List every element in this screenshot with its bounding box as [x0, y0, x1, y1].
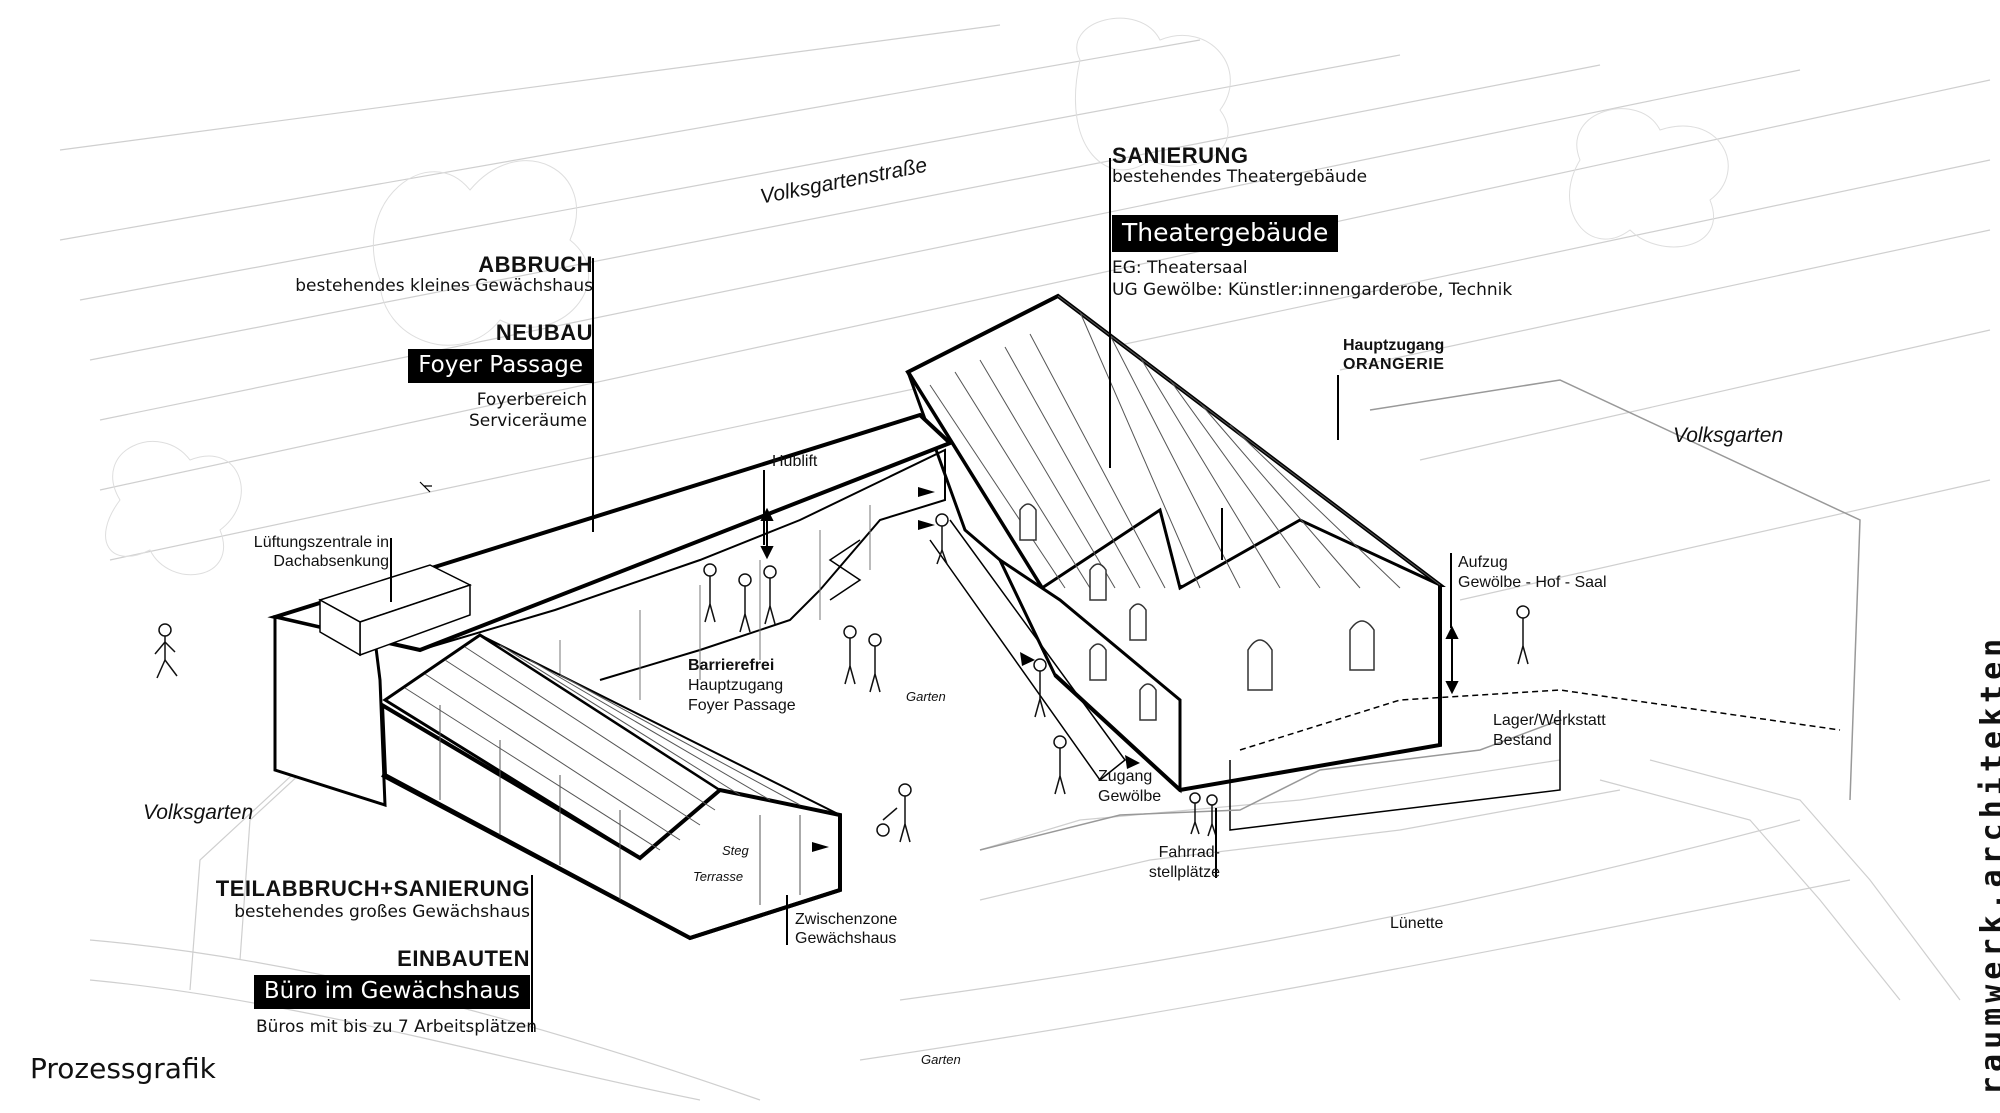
teilabbruch-heading: TEILABBRUCH+SANIERUNG [215, 876, 530, 901]
barrierefrei-label: Barrierefrei [688, 657, 775, 674]
hauptzugang-label: Hauptzugang [1343, 337, 1445, 354]
volksgarten-right-label: Volksgarten [1673, 424, 1784, 447]
volksgarten-left-label: Volksgarten [143, 801, 254, 824]
steg-label: Steg [722, 843, 749, 858]
side-windows [1019, 503, 1157, 721]
brand-wordmark: raumwerk.architekten [1975, 633, 2000, 1095]
lueftung-text-1: Lüftungszentrale in [253, 534, 389, 551]
teilabbruch-subtitle: bestehendes großes Gewächshaus [234, 902, 530, 922]
foyer-text-2: Serviceräume [468, 411, 587, 431]
abbruch-heading: ABBRUCH [478, 252, 593, 277]
terrasse-label: Terrasse [693, 869, 744, 884]
foyer-badge: Foyer Passage [408, 349, 593, 383]
theatre-building [905, 293, 1446, 794]
garten-mid-label: Garten [906, 689, 946, 704]
theater-ug-text: UG Gewölbe: Künstler:innengarderobe, Tec… [1112, 280, 1513, 300]
lager-text-1: Lager/Werkstatt [1493, 712, 1606, 729]
bird-icon [419, 481, 432, 493]
ventilation-box [318, 564, 472, 657]
greenhouse-base [381, 773, 841, 941]
process-title: Prozessgrafik [30, 1052, 216, 1085]
buero-subtitle: Büros mit bis zu 7 Arbeitsplätzen [255, 1017, 537, 1037]
sanierung-heading: SANIERUNG [1112, 143, 1249, 168]
zugang-text-2: Gewölbe [1098, 788, 1162, 805]
lager-text-2: Bestand [1493, 732, 1552, 749]
site-context-lines [59, 24, 1991, 1101]
tree-outlines [105, 17, 1729, 576]
neubau-heading: NEUBAU [495, 320, 593, 345]
buero-badge: Büro im Gewächshaus [253, 975, 530, 1009]
foyer-text-1: Foyerbereich [476, 390, 587, 410]
zugang-text-1: Zugang [1098, 768, 1153, 785]
elevator-arrow-icon [760, 507, 1459, 695]
sanierung-subtitle: bestehendes Theatergebäude [1112, 167, 1368, 187]
aufzug-text-1: Aufzug [1458, 554, 1508, 571]
gable-windows [1247, 620, 1375, 691]
hublift-label: Hublift [772, 453, 818, 470]
orangerie-label: ORANGERIE [1343, 356, 1445, 373]
person-figure-icon [154, 513, 1530, 843]
leader-lines [390, 158, 1452, 1032]
garten-bottom-label: Garten [921, 1052, 961, 1067]
abbruch-subtitle: bestehendes kleines Gewächshaus [295, 276, 593, 296]
theater-eg-text: EG: Theatersaal [1112, 258, 1248, 278]
zwischenzone-text-1: Zwischenzone [795, 911, 898, 928]
fahrrad-text-2: stellplätze [1148, 864, 1220, 881]
lueftung-text-2: Dachabsenkung [273, 553, 389, 570]
aufzug-text-2: Gewölbe - Hof - Saal [1458, 574, 1607, 591]
luenette-label: Lünette [1390, 915, 1444, 932]
zwischenzone-text-2: Gewächshaus [795, 930, 897, 947]
einbauten-heading: EINBAUTEN [397, 946, 530, 971]
theatre-base-line [1053, 585, 1442, 793]
barrierefrei-text-2: Hauptzugang [688, 677, 784, 694]
entrance-arrow-icon [812, 487, 1140, 852]
fahrrad-text-1: Fahrrad- [1158, 844, 1220, 861]
greenhouse [379, 633, 842, 941]
paths [828, 379, 1861, 851]
theater-badge: Theatergebäude [1112, 215, 1339, 252]
barrierefrei-text-3: Foyer Passage [688, 697, 796, 714]
